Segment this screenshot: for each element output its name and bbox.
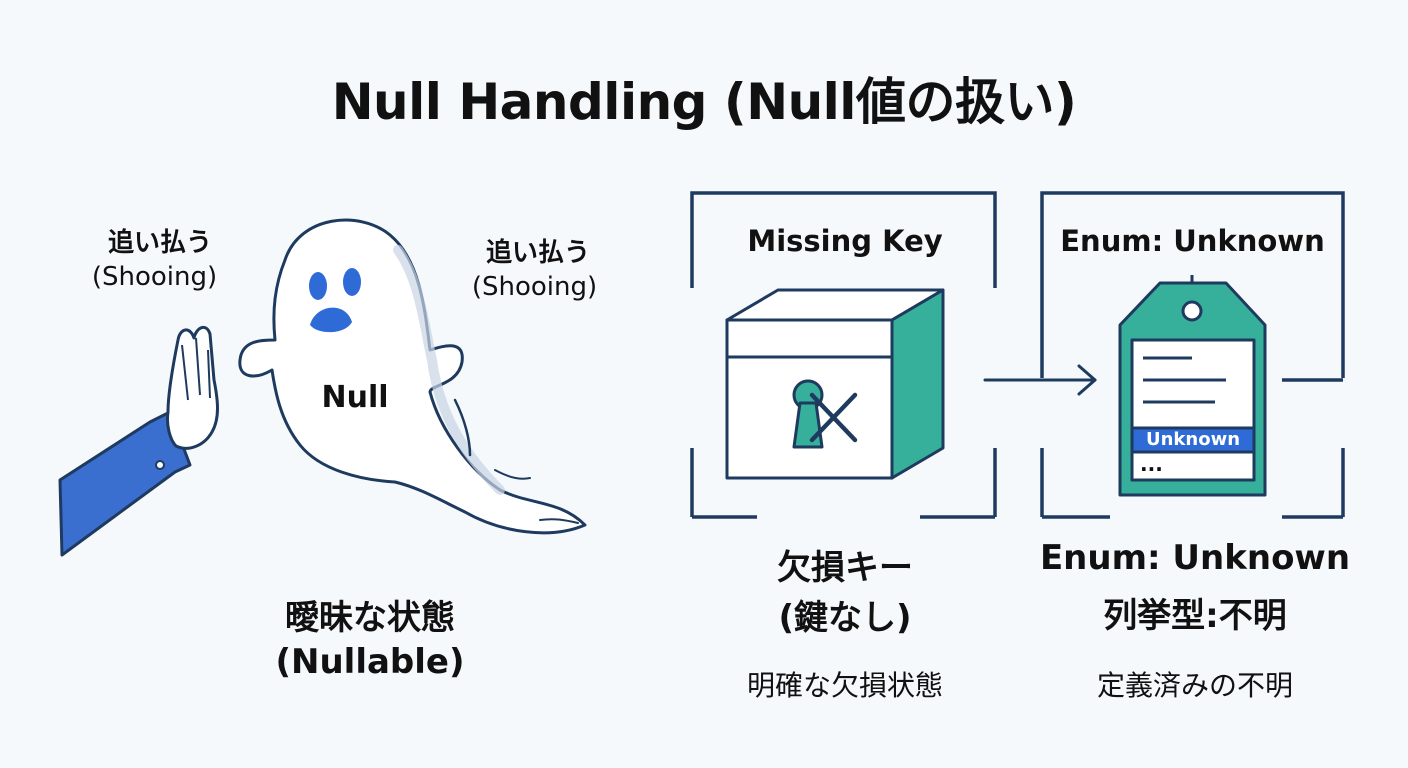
nullable-caption-line2: (Nullable) [275,642,465,682]
tag-unknown-label: Unknown [1145,429,1241,450]
cross-mark-icon [809,392,858,443]
missing-key-caption-line1: 欠損キー [777,548,913,588]
missing-key-box-icon [725,288,945,480]
enum-tag-icon [1118,275,1267,497]
ghost-left-eye [309,272,327,300]
missing-key-caption-line2: (鍵なし) [778,598,912,638]
shooing-hand-icon [58,325,219,557]
missing-key-box-title: Missing Key [747,224,943,258]
ghost-right-eye [343,268,361,296]
arrow-icon [983,364,1097,396]
ghost-null-label: Null [321,380,389,415]
enum-unknown-box-title: Enum: Unknown [1060,224,1325,258]
tag-more-label: ... [1140,452,1163,476]
shooing-right-en-label: (Shooing) [471,272,598,302]
missing-key-frame [690,191,997,519]
page-title: Null Handling (Null値の扱い) [331,73,1077,131]
shooing-right-jp-label: 追い払う [485,238,590,268]
enum-unknown-frame [1040,191,1345,519]
shooing-left-en-label: (Shooing) [91,262,218,292]
enum-unknown-caption-line2: 列挙型:不明 [1103,596,1287,636]
ghost-mouth [310,307,352,333]
missing-key-sub-caption: 明確な欠損状態 [746,669,943,702]
null-ghost-icon [238,218,587,535]
shooing-left-jp-label: 追い払う [107,228,212,258]
enum-unknown-caption-line1: Enum: Unknown [1039,538,1351,578]
nullable-caption-line1: 曖昧な状態 [285,598,455,638]
enum-unknown-sub-caption: 定義済みの不明 [1096,669,1293,702]
